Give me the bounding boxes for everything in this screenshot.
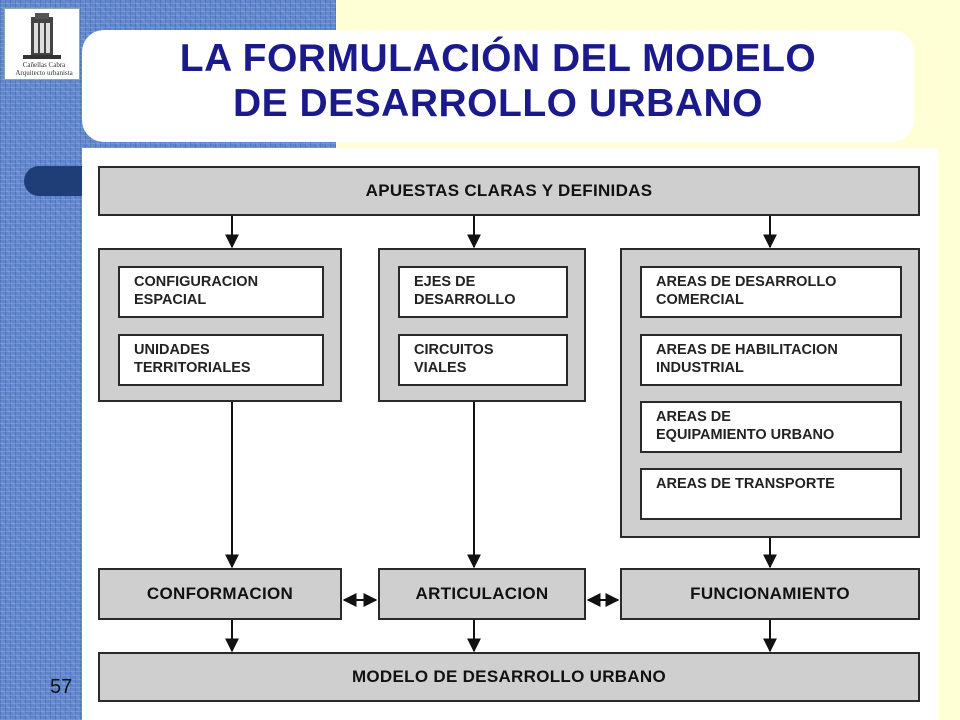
item-areas-desarrollo-comercial: AREAS DE DESARROLLO COMERCIAL — [640, 266, 902, 318]
bottom-box-modelo: MODELO DE DESARROLLO URBANO — [98, 652, 920, 702]
result-box-articulacion: ARTICULACION — [378, 568, 586, 620]
flow-diagram: APUESTAS CLARAS Y DEFINIDAS CONFIGURACIO… — [82, 148, 938, 720]
slide-title: LA FORMULACIÓN DEL MODELO DE DESARROLLO … — [82, 36, 914, 126]
connector-arrows — [225, 216, 777, 653]
result-box-conformacion: CONFORMACION — [98, 568, 342, 620]
group-left: CONFIGURACION ESPACIAL UNIDADES TERRITOR… — [98, 248, 342, 402]
item-areas-equipamiento-urbano: AREAS DE EQUIPAMIENTO URBANO — [640, 401, 902, 453]
item-areas-de-transporte: AREAS DE TRANSPORTE — [640, 468, 902, 520]
item-unidades-territoriales: UNIDADES TERRITORIALES — [118, 334, 324, 386]
title-banner — [82, 30, 914, 142]
result-box-funcionamiento: FUNCIONAMIENTO — [620, 568, 920, 620]
item-configuracion-espacial: CONFIGURACION ESPACIAL — [118, 266, 324, 318]
item-areas-habilitacion-industrial: AREAS DE HABILITACION INDUSTRIAL — [640, 334, 902, 386]
building-icon — [23, 13, 61, 59]
top-box-apuestas: APUESTAS CLARAS Y DEFINIDAS — [98, 166, 920, 216]
item-ejes-de-desarrollo: EJES DE DESARROLLO — [398, 266, 568, 318]
item-circuitos-viales: CIRCUITOS VIALES — [398, 334, 568, 386]
page-number: 57 — [50, 676, 73, 698]
title-line-1: LA FORMULACIÓN DEL MODELO — [179, 37, 817, 80]
group-middle: EJES DE DESARROLLO CIRCUITOS VIALES — [378, 248, 586, 402]
institution-logo: Cañellas Cabra Arquitecto urbanista — [4, 8, 80, 80]
title-line-2: DE DESARROLLO URBANO — [232, 82, 763, 125]
logo-caption: Cañellas Cabra Arquitecto urbanista — [15, 61, 73, 77]
group-right: AREAS DE DESARROLLO COMERCIAL AREAS DE H… — [620, 248, 920, 538]
